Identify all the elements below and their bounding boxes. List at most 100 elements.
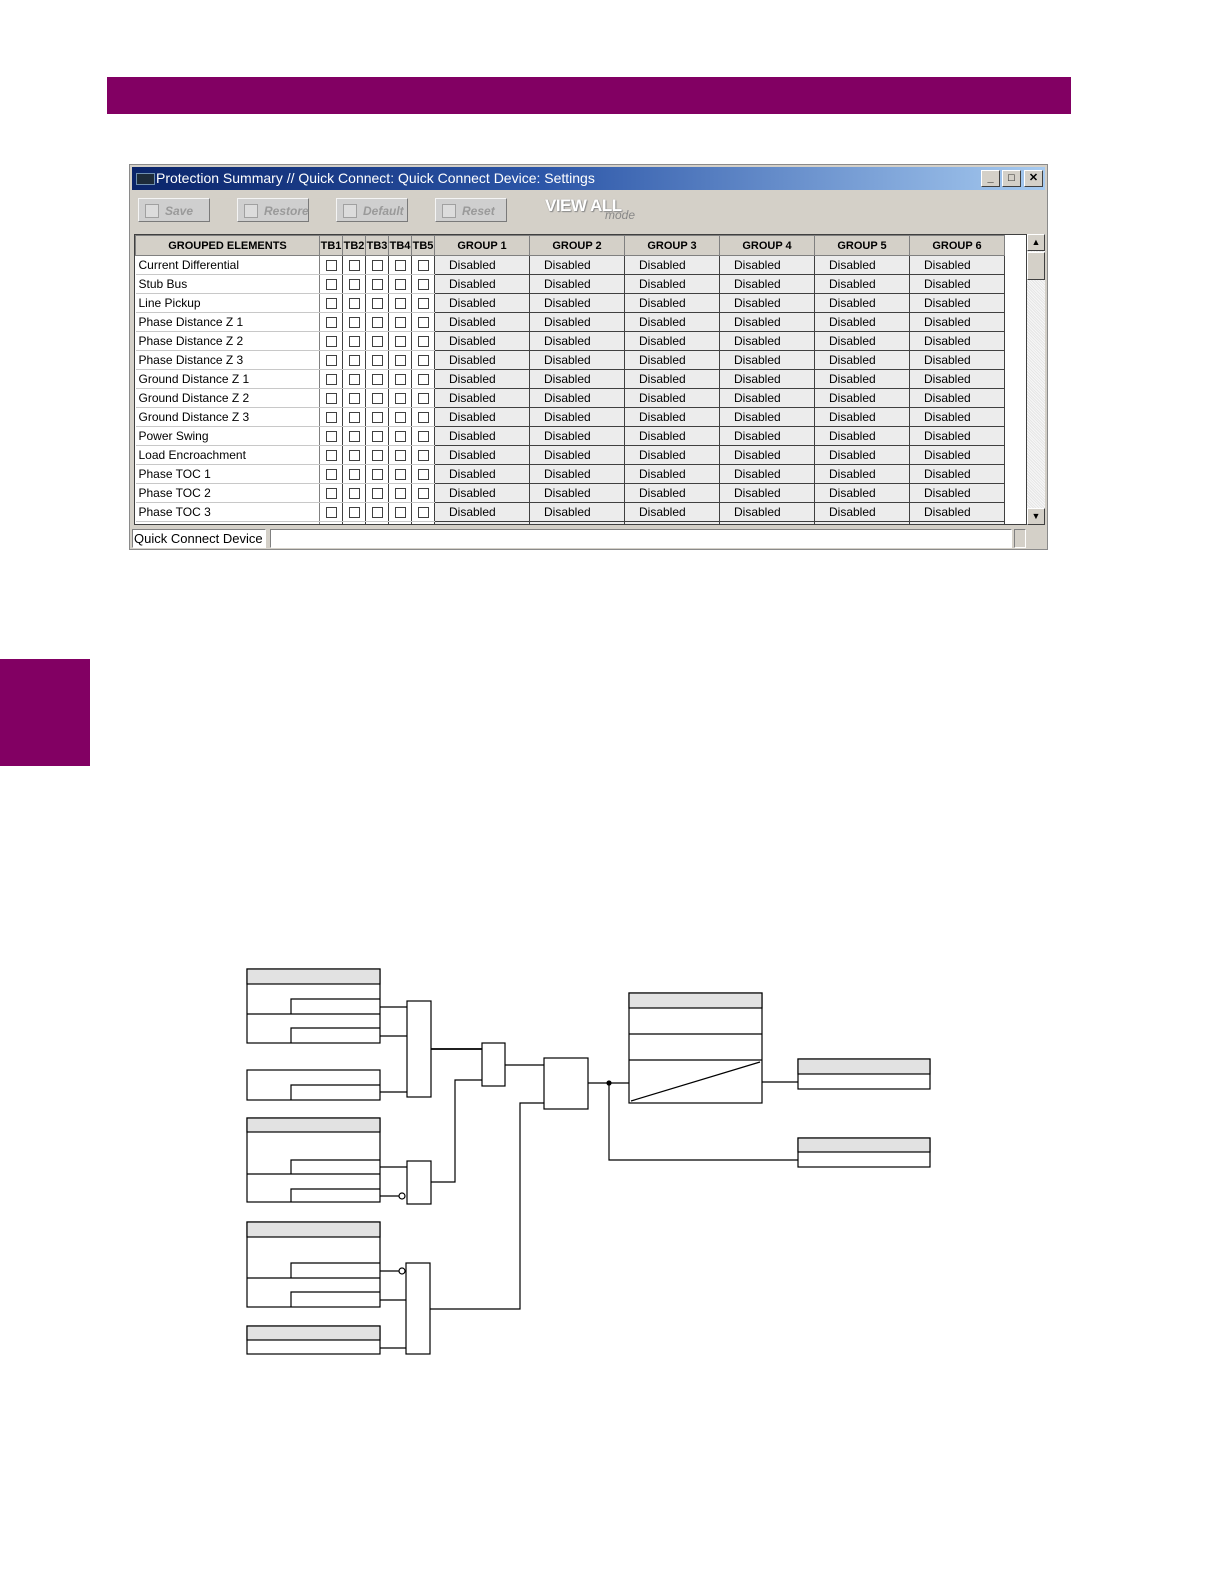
target-block-checkbox[interactable] [394, 507, 406, 519]
target-block-checkbox[interactable] [417, 279, 429, 291]
target-block-checkbox[interactable] [325, 488, 337, 500]
group-function-select[interactable]: Disabled [909, 350, 1005, 370]
target-block-checkbox[interactable] [348, 450, 360, 462]
target-block-checkbox[interactable] [371, 317, 383, 329]
scroll-down-icon[interactable]: ▼ [1027, 508, 1045, 525]
target-block-checkbox[interactable] [348, 260, 360, 272]
group-function-select[interactable]: Disabled [624, 369, 720, 389]
group-function-select[interactable]: Disabled [624, 407, 720, 427]
target-block-checkbox[interactable] [325, 450, 337, 462]
column-header[interactable]: TB3 [365, 235, 389, 256]
group-function-select[interactable]: Disabled [624, 502, 720, 522]
target-block-checkbox[interactable] [348, 469, 360, 481]
target-block-checkbox[interactable] [348, 355, 360, 367]
target-block-checkbox[interactable] [371, 260, 383, 272]
group-function-select[interactable]: Disabled [434, 274, 530, 294]
target-block-checkbox[interactable] [417, 507, 429, 519]
target-block-checkbox[interactable] [417, 298, 429, 310]
column-header[interactable]: GROUP 5 [814, 235, 910, 256]
target-block-checkbox[interactable] [417, 317, 429, 329]
target-block-checkbox[interactable] [394, 355, 406, 367]
column-header[interactable]: TB1 [319, 235, 343, 256]
target-block-checkbox[interactable] [325, 336, 337, 348]
resize-grip-icon[interactable] [1014, 529, 1026, 548]
target-block-checkbox[interactable] [417, 374, 429, 386]
target-block-checkbox[interactable] [417, 393, 429, 405]
target-block-checkbox[interactable] [394, 298, 406, 310]
target-block-checkbox[interactable] [371, 393, 383, 405]
group-function-select[interactable]: Disabled [529, 255, 625, 275]
target-block-checkbox[interactable] [394, 431, 406, 443]
column-header[interactable]: TB4 [388, 235, 412, 256]
group-function-select[interactable]: Disabled [529, 274, 625, 294]
target-block-checkbox[interactable] [371, 336, 383, 348]
vertical-scrollbar[interactable]: ▲ ▼ [1027, 234, 1045, 525]
target-block-checkbox[interactable] [325, 317, 337, 329]
group-function-select[interactable]: Disabled [529, 407, 625, 427]
group-function-select[interactable]: Disabled [624, 293, 720, 313]
group-function-select[interactable]: Disabled [624, 388, 720, 408]
group-function-select[interactable]: Disabled [624, 464, 720, 484]
target-block-checkbox[interactable] [325, 393, 337, 405]
group-function-select[interactable]: Disabled [814, 426, 910, 446]
group-function-select[interactable]: Disabled [434, 464, 530, 484]
scroll-up-icon[interactable]: ▲ [1027, 234, 1045, 251]
group-function-select[interactable]: Disabled [624, 426, 720, 446]
target-block-checkbox[interactable] [394, 260, 406, 272]
group-function-select[interactable]: Disabled [529, 293, 625, 313]
group-function-select[interactable]: Disabled [814, 255, 910, 275]
group-function-select[interactable]: Disabled [719, 369, 815, 389]
target-block-checkbox[interactable] [348, 488, 360, 500]
group-function-select[interactable]: Disabled [719, 350, 815, 370]
group-function-select[interactable]: Disabled [909, 521, 1005, 524]
group-function-select[interactable]: Disabled [529, 464, 625, 484]
column-header[interactable]: TB2 [342, 235, 366, 256]
target-block-checkbox[interactable] [371, 507, 383, 519]
group-function-select[interactable]: Disabled [624, 331, 720, 351]
target-block-checkbox[interactable] [371, 488, 383, 500]
target-block-checkbox[interactable] [394, 412, 406, 424]
save-button[interactable]: Save [138, 198, 210, 222]
close-button[interactable]: ✕ [1024, 170, 1043, 187]
target-block-checkbox[interactable] [348, 431, 360, 443]
target-block-checkbox[interactable] [417, 336, 429, 348]
target-block-checkbox[interactable] [325, 374, 337, 386]
group-function-select[interactable]: Disabled [814, 312, 910, 332]
table-row[interactable]: Phase TOC 4DisabledDisabledDisabledDisab… [135, 521, 1005, 524]
target-block-checkbox[interactable] [394, 336, 406, 348]
target-block-checkbox[interactable] [371, 431, 383, 443]
group-function-select[interactable]: Disabled [624, 274, 720, 294]
group-function-select[interactable]: Disabled [909, 388, 1005, 408]
group-function-select[interactable]: Disabled [814, 445, 910, 465]
group-function-select[interactable]: Disabled [434, 502, 530, 522]
group-function-select[interactable]: Disabled [624, 312, 720, 332]
group-function-select[interactable]: Disabled [909, 293, 1005, 313]
target-block-checkbox[interactable] [417, 431, 429, 443]
group-function-select[interactable]: Disabled [529, 502, 625, 522]
group-function-select[interactable]: Disabled [434, 350, 530, 370]
target-block-checkbox[interactable] [348, 393, 360, 405]
group-function-select[interactable]: Disabled [624, 483, 720, 503]
group-function-select[interactable]: Disabled [909, 445, 1005, 465]
restore-button[interactable]: Restore [237, 198, 309, 222]
target-block-checkbox[interactable] [348, 317, 360, 329]
target-block-checkbox[interactable] [394, 450, 406, 462]
target-block-checkbox[interactable] [325, 507, 337, 519]
target-block-checkbox[interactable] [394, 317, 406, 329]
title-bar[interactable]: Protection Summary // Quick Connect: Qui… [132, 167, 1045, 190]
target-block-checkbox[interactable] [371, 279, 383, 291]
column-header[interactable]: GROUPED ELEMENTS [135, 235, 320, 256]
reset-button[interactable]: Reset [435, 198, 507, 222]
target-block-checkbox[interactable] [325, 469, 337, 481]
column-header[interactable]: GROUP 4 [719, 235, 815, 256]
group-function-select[interactable]: Disabled [529, 388, 625, 408]
